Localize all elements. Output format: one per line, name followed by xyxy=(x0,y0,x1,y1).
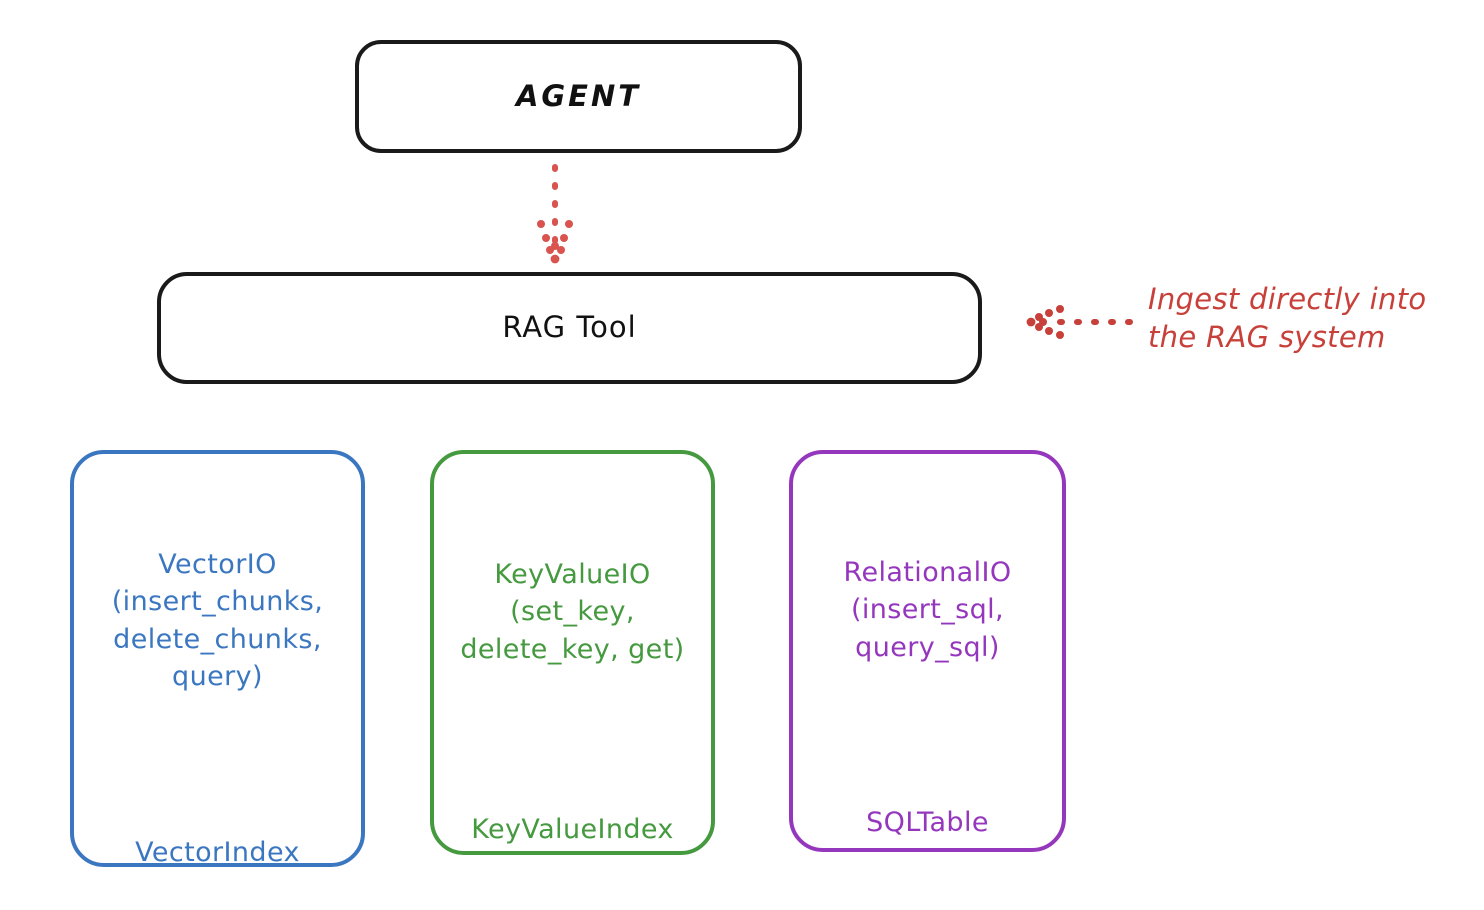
node-relational-io-sublabel: SQLTable xyxy=(866,807,989,838)
node-relational-io[interactable]: RelationalIO (insert_sql, query_sql) SQL… xyxy=(789,450,1066,852)
node-vector-io[interactable]: VectorIO (insert_chunks, delete_chunks, … xyxy=(70,450,365,868)
node-rag-tool[interactable]: RAG Tool xyxy=(157,272,982,384)
node-vector-io-sublabel: VectorIndex xyxy=(135,837,300,868)
node-rag-tool-label: RAG Tool xyxy=(502,310,637,345)
node-vector-io-label: VectorIO (insert_chunks, delete_chunks, … xyxy=(111,549,324,692)
node-agent[interactable]: AGENT xyxy=(355,40,802,153)
node-key-value-io-sublabel: KeyValueIndex xyxy=(471,814,674,845)
node-agent-label: AGENT xyxy=(515,78,642,113)
node-key-value-io[interactable]: KeyValueIO (set_key, delete_key, get) Ke… xyxy=(430,450,715,855)
agent-to-rag-arrow xyxy=(537,164,573,264)
annotation-ingest-directly: Ingest directly into the RAG system xyxy=(1148,282,1427,354)
node-relational-io-label: RelationalIO (insert_sql, query_sql) xyxy=(843,557,1012,663)
ingest-to-rag-arrow xyxy=(1026,305,1139,339)
node-key-value-io-label: KeyValueIO (set_key, delete_key, get) xyxy=(460,559,685,665)
